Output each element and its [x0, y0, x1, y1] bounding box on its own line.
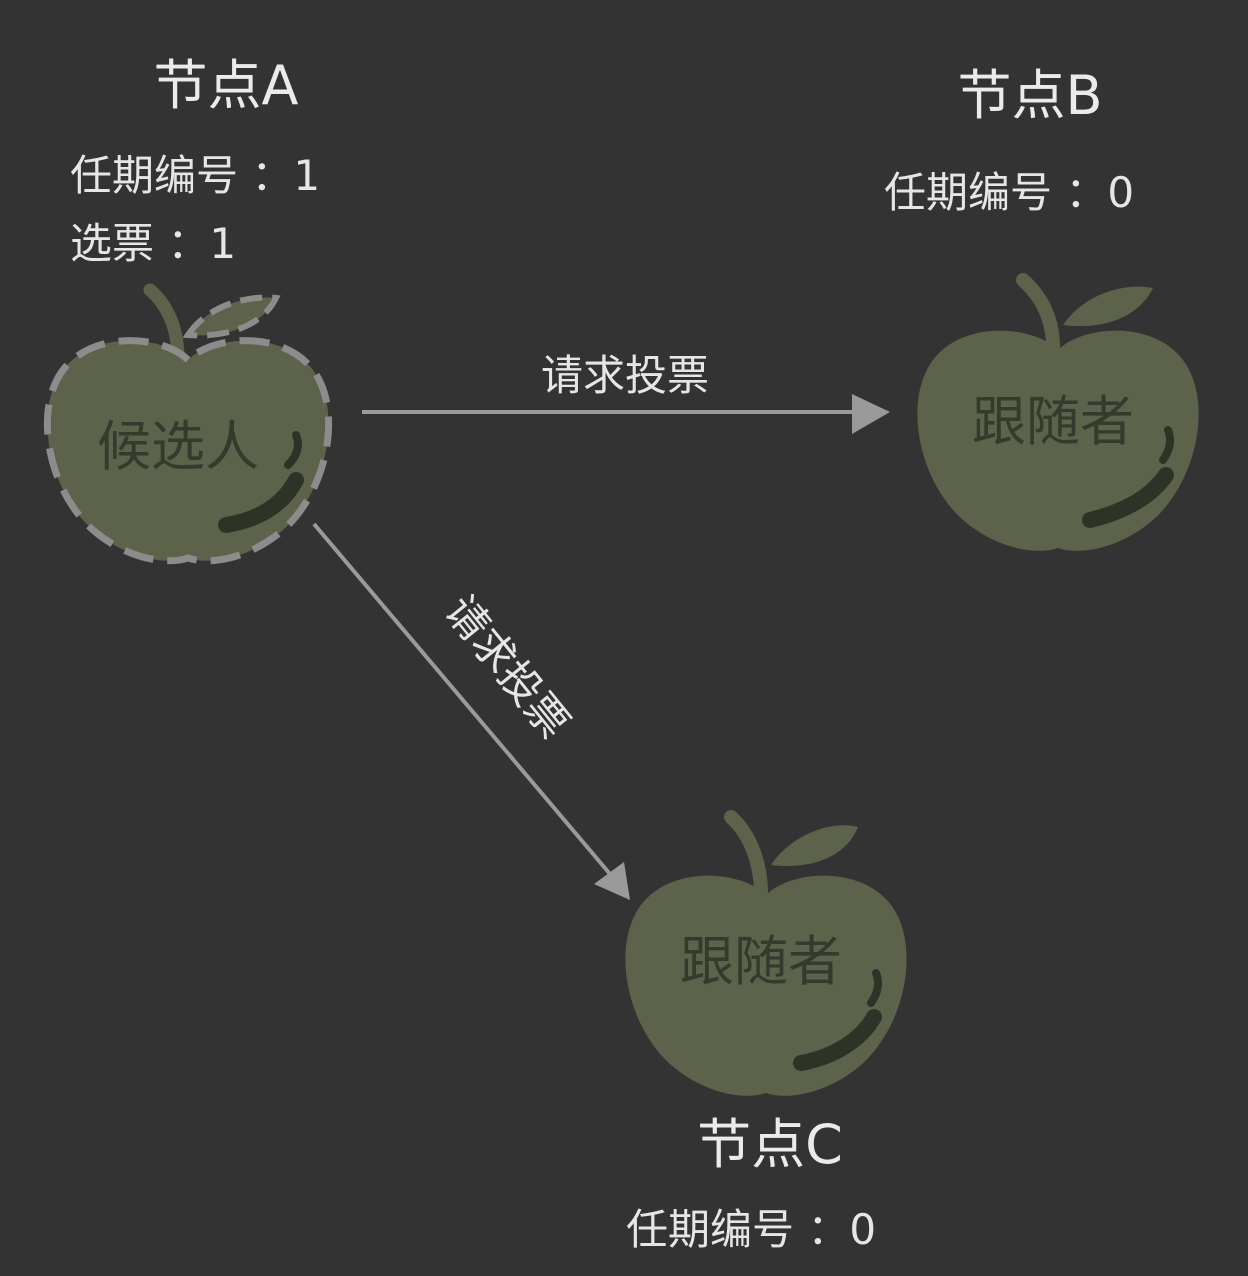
apple-shine [793, 1009, 882, 1071]
node-a: 节点A 任期编号 ：1 选票 ：1 候选人 [47, 54, 328, 561]
apple-leaf [771, 825, 858, 867]
node-c-term: 任期编号 ：0 [626, 1205, 876, 1254]
edge-a-to-b: 请求投票 [362, 351, 890, 434]
node-a-role: 候选人 [97, 415, 259, 478]
apple-stem [724, 810, 768, 900]
edge-a-c-label: 请求投票 [435, 586, 579, 747]
apple-shine [1082, 467, 1174, 528]
apple-icon: 跟随者 [625, 810, 907, 1096]
edge-a-to-c: 请求投票 [312, 522, 630, 900]
arrow-line [312, 522, 612, 876]
node-a-term: 任期编号 ：1 [70, 151, 320, 200]
node-c-title: 节点C [697, 1113, 843, 1176]
node-b-title: 节点B [957, 64, 1102, 127]
apple-leaf [1063, 286, 1153, 327]
node-b: 节点B 任期编号 ：0 跟随者 [884, 64, 1199, 551]
node-b-term: 任期编号 ：0 [884, 168, 1134, 217]
arrowhead-icon [852, 394, 890, 434]
node-c: 跟随者 节点C 任期编号 ：0 [625, 810, 907, 1254]
arrowhead-icon [594, 862, 630, 900]
edge-a-b-label: 请求投票 [541, 351, 709, 400]
apple-icon: 候选人 [47, 283, 328, 561]
apple-shine-small [1159, 426, 1175, 464]
node-c-role: 跟随者 [680, 930, 842, 993]
node-a-votes: 选票 ：1 [70, 219, 236, 268]
apple-icon: 跟随者 [917, 273, 1199, 551]
node-b-role: 跟随者 [972, 390, 1134, 453]
apple-shine-small [284, 431, 302, 469]
apple-leaf [182, 294, 281, 339]
apple-shine [218, 472, 304, 533]
apple-stem [1016, 273, 1060, 355]
node-a-title: 节点A [154, 54, 299, 117]
apple-shine-small [867, 969, 883, 1007]
